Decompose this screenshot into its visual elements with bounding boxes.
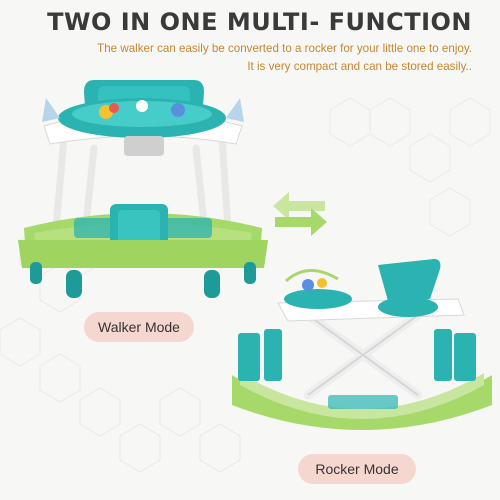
walker-mode-label: Walker Mode xyxy=(84,312,194,342)
description-line-1: The walker can easily be converted to a … xyxy=(97,42,472,55)
rocker-mode-illustration xyxy=(232,259,492,430)
walker-mode-illustration xyxy=(18,80,268,298)
description: The walker can easily be converted to a … xyxy=(12,40,472,76)
description-line-2: It is very compact and can be stored eas… xyxy=(247,60,472,73)
swap-arrows-icon xyxy=(273,192,327,236)
page-title: TWO IN ONE MULTI- FUNCTION xyxy=(47,8,472,36)
rocker-mode-label: Rocker Mode xyxy=(298,454,416,484)
